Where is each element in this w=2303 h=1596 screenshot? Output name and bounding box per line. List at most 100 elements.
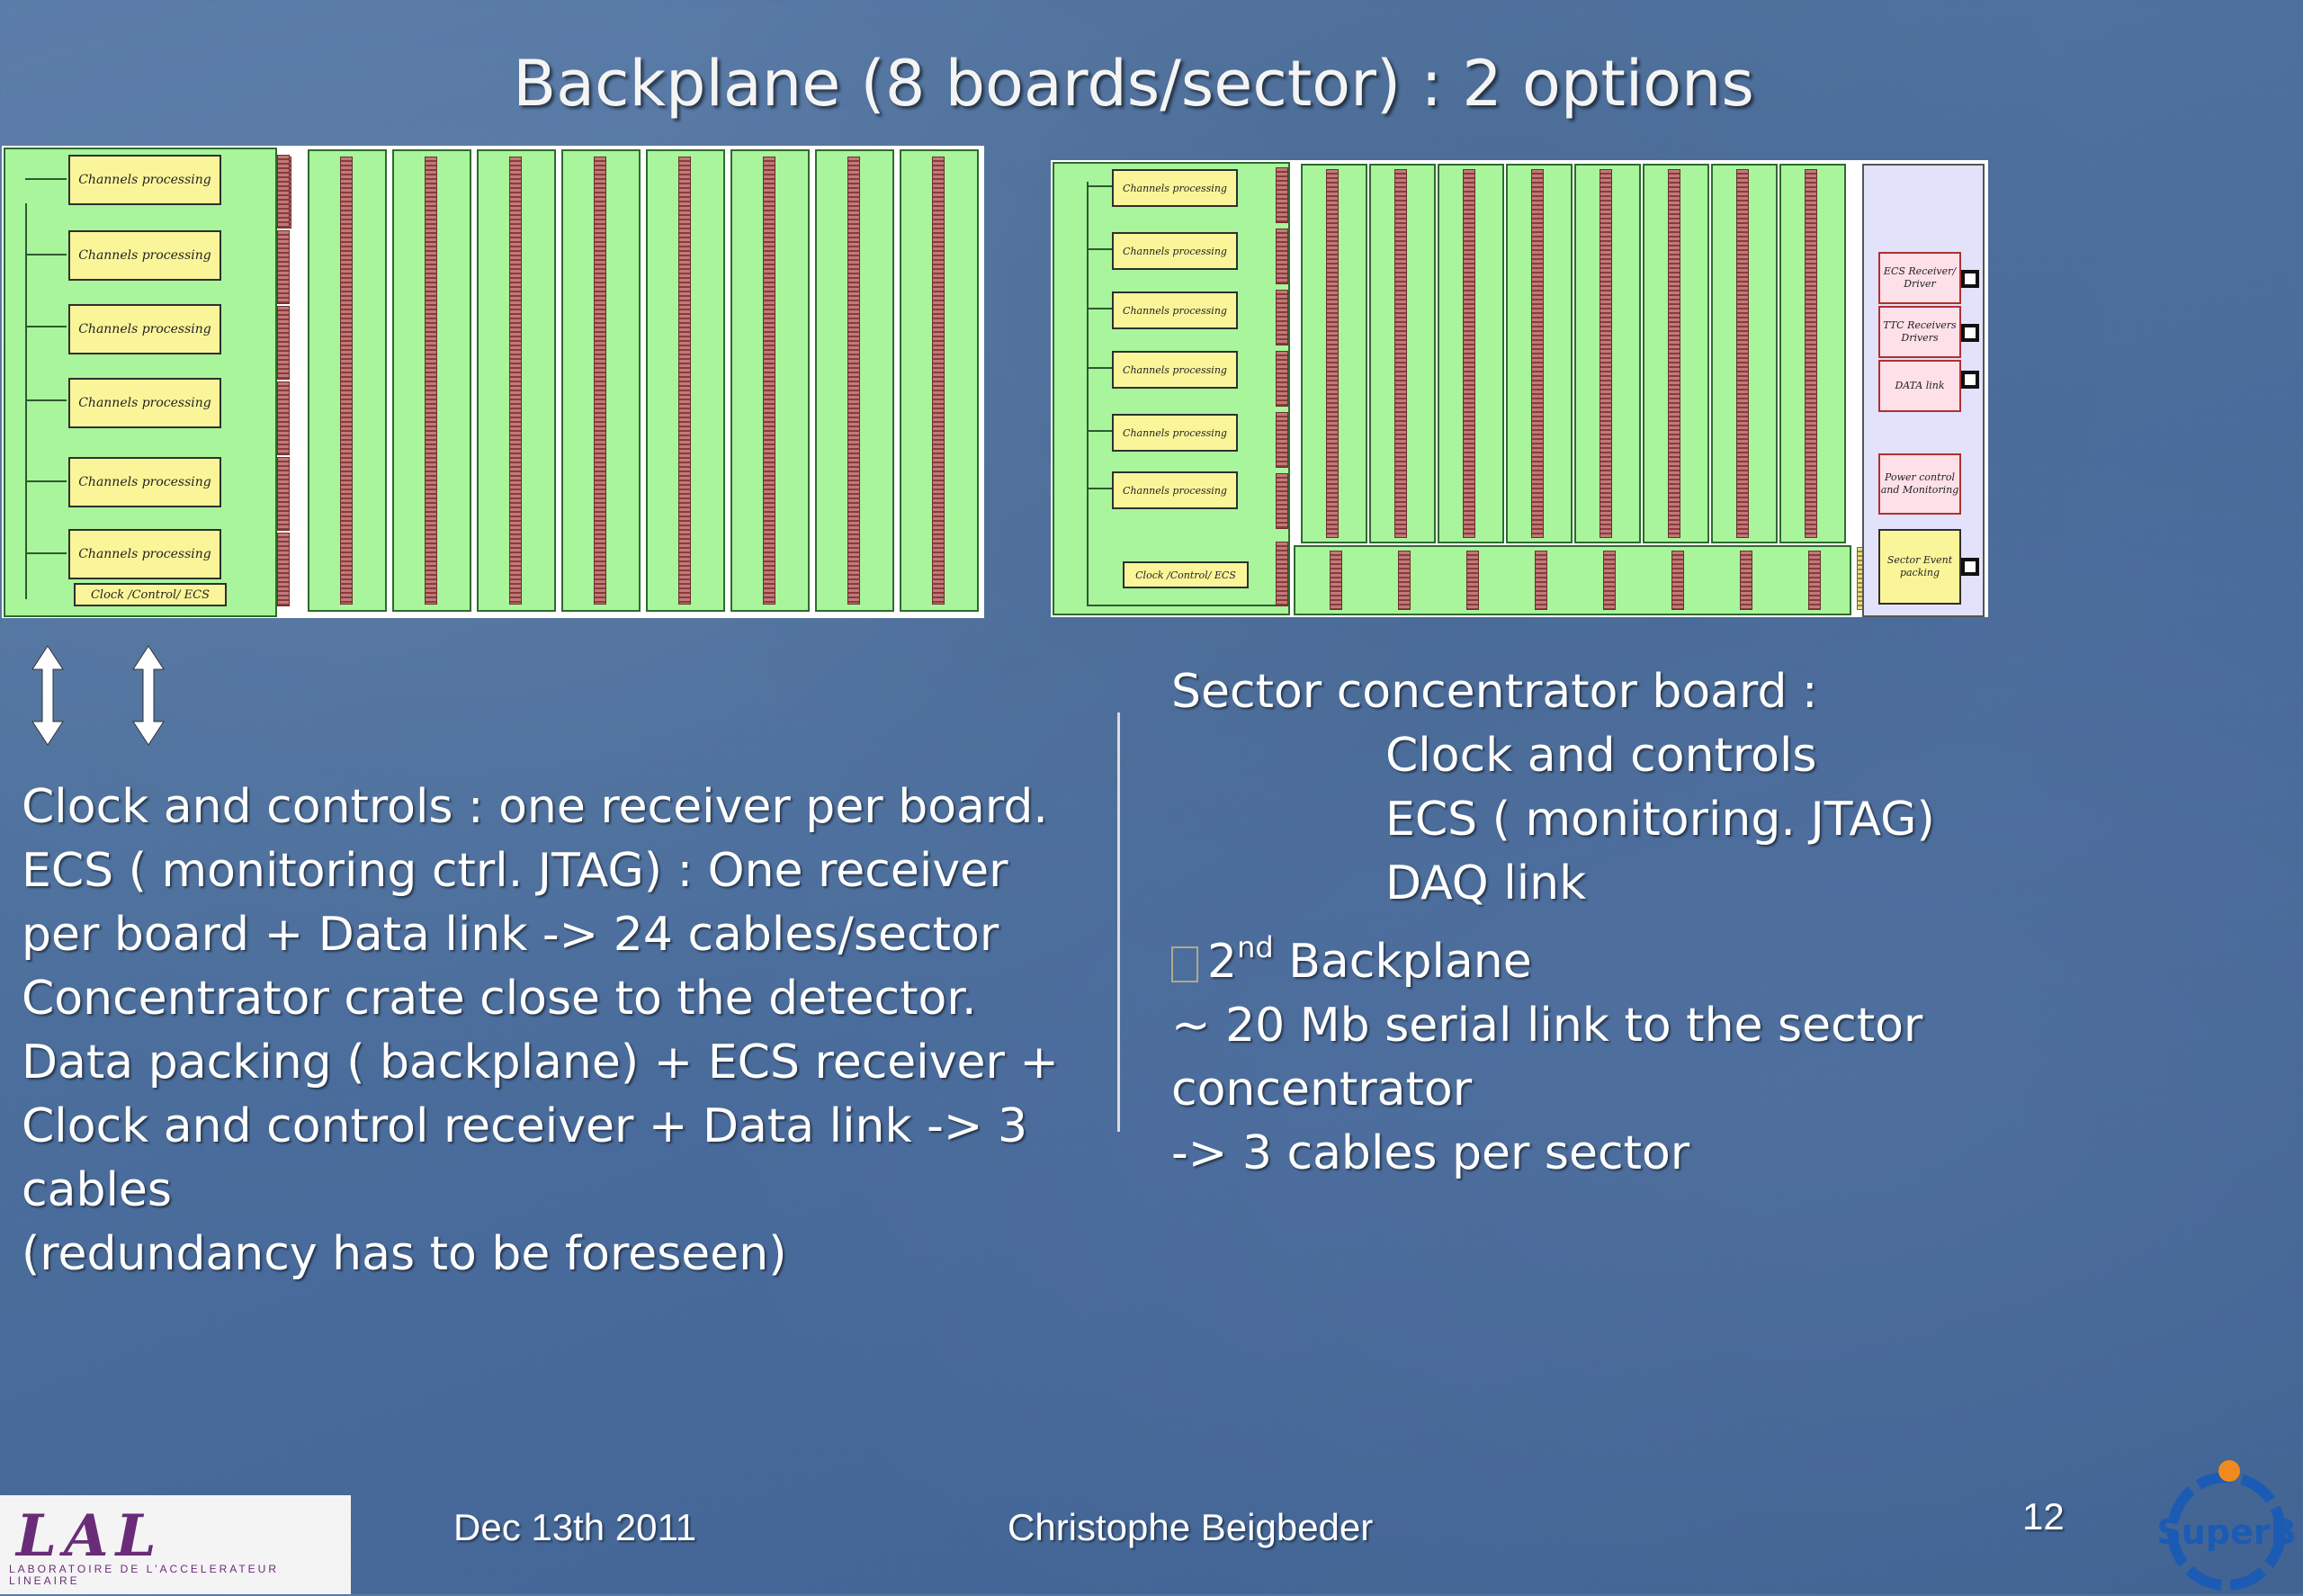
backplane-connector: [1276, 167, 1288, 223]
slot-board: [646, 149, 725, 612]
slot-board: [1301, 164, 1367, 543]
superb-logo: SuperB: [2156, 1457, 2297, 1592]
bus-tap: [25, 480, 67, 482]
slot-connector: [678, 157, 691, 605]
slot-board: [900, 149, 979, 612]
bus-tap: [1087, 185, 1112, 187]
clock-control-ecs-box: Clock /Control/ ECS: [74, 583, 227, 606]
ecs-receiver-driver-box: ECS Receiver/ Driver: [1878, 252, 1961, 304]
text-line: per board + Data link -> 24 cables/secto…: [22, 908, 999, 962]
slot-board: [1369, 164, 1436, 543]
slot-board: [1711, 164, 1778, 543]
double-arrow-icon: [31, 645, 64, 746]
backplane-connector: [1276, 473, 1288, 529]
backplane-diagram-option-1: Channels processing Channels processing …: [2, 146, 984, 618]
channel-board: Channels processing Channels processing …: [1053, 162, 1290, 615]
channel-board: Channels processing Channels processing …: [4, 148, 291, 617]
backplane-connector: [1276, 542, 1288, 606]
channel-processing-box: Channels processing: [1112, 169, 1238, 207]
bus-tap: [1087, 430, 1112, 432]
slot-connector: [1394, 169, 1407, 538]
text-line: Concentrator crate close to the detector…: [22, 972, 977, 1026]
bus-line: [1087, 182, 1089, 605]
data-link-box: DATA link: [1878, 360, 1961, 412]
slot-board: [1438, 164, 1504, 543]
second-backplane-line: 2nd Backplane: [1171, 916, 1935, 994]
option-1-description: Clock and controls : one receiver per bo…: [22, 776, 1059, 1287]
superb-logo-icon: SuperB: [2156, 1460, 2297, 1591]
text-line: Clock and control receiver + Data link -…: [22, 1099, 1028, 1153]
text-line: ECS ( monitoring ctrl. JTAG) : One recei…: [22, 844, 1008, 898]
channel-processing-box: Channels processing: [1112, 471, 1238, 509]
text-line: Data packing ( backplane) + ECS receiver…: [22, 1036, 1059, 1089]
slot-connector: [1740, 551, 1752, 610]
serial-link-line: concentrator: [1171, 1063, 1473, 1116]
slot-connector: [1466, 551, 1479, 610]
lal-logo-text: LABORATOIRE DE L'ACCELERATEUR LINEAIRE: [9, 1563, 280, 1587]
slot-connector: [1330, 551, 1342, 610]
channel-processing-box: Channels processing: [1112, 351, 1238, 389]
slot-connector: [1736, 169, 1749, 538]
backplane-number: 2: [1207, 935, 1238, 989]
slot-board: [730, 149, 810, 612]
channel-processing-box: Channels processing: [68, 529, 221, 579]
backplane-label: Backplane: [1273, 935, 1532, 989]
slot-connector: [1398, 551, 1411, 610]
option-2-description: Sector concentrator board : Clock and co…: [1171, 660, 1935, 1186]
bus-tap: [25, 326, 67, 327]
slot-connector: [1808, 551, 1821, 610]
slot-connector: [1603, 551, 1616, 610]
bus-tap: [25, 254, 67, 256]
channel-processing-box: Channels processing: [1112, 291, 1238, 329]
slot-connector: [1531, 169, 1544, 538]
ttc-receivers-drivers-box: TTC Receivers Drivers: [1878, 306, 1961, 358]
bus-tap: [1087, 308, 1112, 309]
backplane-connector: [277, 533, 290, 606]
second-backplane-board: [1294, 545, 1851, 615]
slot-board: [308, 149, 387, 612]
slot-connector: [932, 157, 945, 605]
slot-connector: [1668, 169, 1680, 538]
text-line: (redundancy has to be foreseen): [22, 1227, 787, 1281]
bus-line: [25, 203, 27, 599]
slot-connector: [1463, 169, 1475, 538]
slot-board: [561, 149, 641, 612]
channel-processing-box: Channels processing: [1112, 232, 1238, 270]
slot-board: [1643, 164, 1709, 543]
backplane-connector: [277, 457, 290, 531]
sector-port: [1961, 558, 1979, 576]
slot-connector: [1805, 169, 1817, 538]
power-monitoring-box: Power control and Monitoring: [1878, 453, 1961, 515]
backplane-connector: [1276, 412, 1288, 468]
channel-processing-box: Channels processing: [68, 230, 221, 281]
text-line: Clock and controls : one receiver per bo…: [22, 780, 1048, 834]
slot-connector: [1326, 169, 1339, 538]
slot-connector: [847, 157, 860, 605]
backplane-connector: [277, 381, 290, 455]
ecs-port: [1961, 270, 1979, 288]
slot-connector: [1535, 551, 1547, 610]
ttc-port: [1961, 324, 1979, 342]
bus-tap: [25, 399, 67, 401]
backplane-connector: [1276, 290, 1288, 345]
slot-connector: [340, 157, 353, 605]
bus-tap: [25, 178, 67, 180]
bus-tap: [1087, 488, 1112, 489]
cables-line: -> 3 cables per sector: [1171, 1126, 1690, 1180]
feature-item: ECS ( monitoring. JTAG): [1385, 793, 1935, 847]
serial-link-line: ~ 20 Mb serial link to the sector: [1171, 999, 1923, 1053]
column-divider: [1117, 713, 1120, 1132]
slot-board: [1779, 164, 1846, 543]
data-port: [1961, 371, 1979, 389]
footer-author: Christophe Beigbeder: [1008, 1506, 1374, 1548]
slot-board: [1574, 164, 1641, 543]
backplane-connector: [277, 230, 290, 304]
slide-number: 12: [2022, 1495, 2065, 1538]
backplane-connector: [1276, 351, 1288, 407]
slot-connector: [509, 157, 522, 605]
feature-item: Clock and controls: [1385, 729, 1817, 783]
sector-concentrator-board: ECS Receiver/ Driver TTC Receivers Drive…: [1862, 164, 1985, 617]
sector-concentrator-heading: Sector concentrator board :: [1171, 665, 1818, 719]
footer-date: Dec 13th 2011: [453, 1506, 697, 1548]
channel-processing-box: Channels processing: [68, 457, 221, 507]
